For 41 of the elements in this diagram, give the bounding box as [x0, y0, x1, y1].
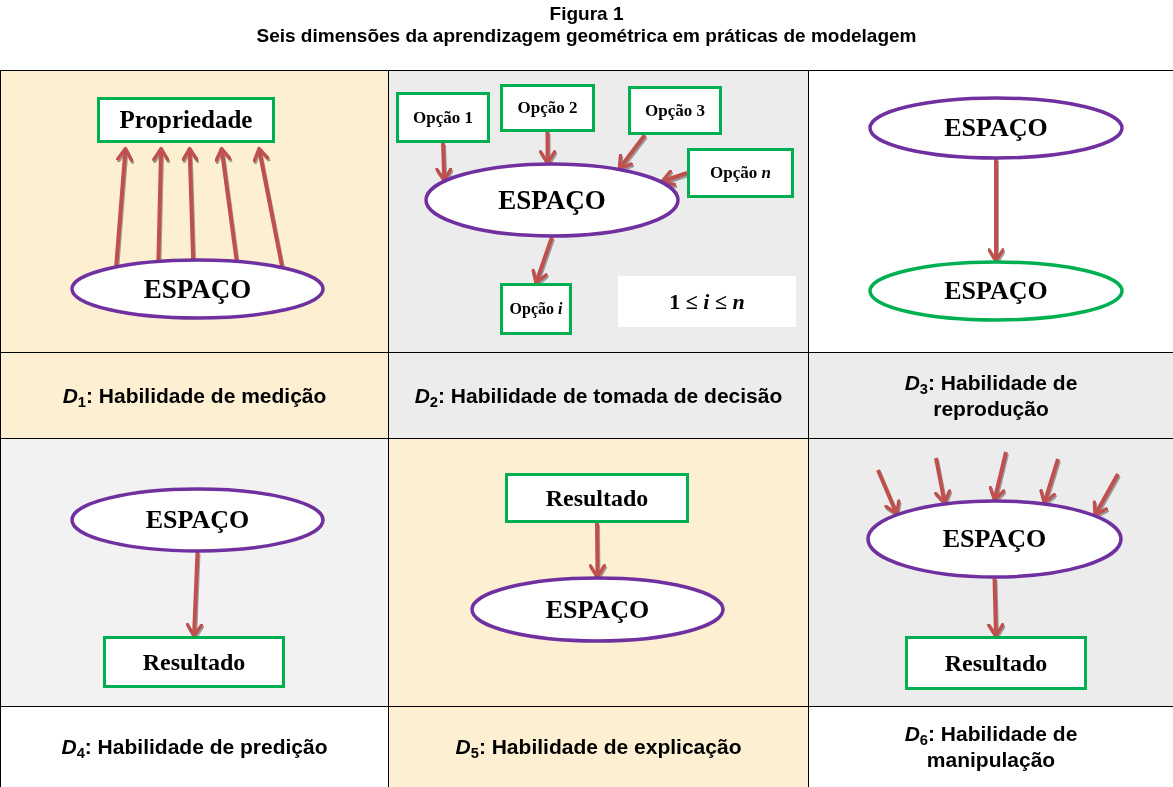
arrow: [1092, 473, 1120, 517]
ellipse-node: ESPAÇO: [470, 576, 725, 643]
label-box: Opção n: [687, 148, 794, 198]
label-box: Resultado: [103, 636, 285, 688]
ellipse-node: ESPAÇO: [868, 260, 1124, 322]
arrow: [185, 551, 204, 638]
arrow: [987, 159, 1005, 263]
ellipse-node: ESPAÇO: [424, 162, 680, 238]
label-box: Opção 3: [628, 86, 722, 135]
arrow: [617, 133, 647, 171]
label-box: Opção i: [500, 283, 572, 335]
caption-cell: D$_{1}$: Habilidade de medição: [0, 352, 389, 439]
arrow: [181, 146, 199, 260]
label-box: Resultado: [905, 636, 1087, 690]
caption-cell: D$_{2}$: Habilidade de tomada de decisão: [388, 352, 809, 439]
label-box: Propriedade: [97, 97, 275, 143]
arrow: [252, 146, 285, 268]
arrow: [987, 577, 1005, 638]
label-box: Opção 2: [500, 84, 595, 132]
arrow: [876, 469, 901, 516]
label-box: Resultado: [505, 473, 689, 523]
arrow: [538, 132, 557, 165]
figure-title: Figura 1: [548, 3, 625, 25]
label-box: Opção 1: [396, 92, 490, 143]
ellipse-node: ESPAÇO: [866, 499, 1123, 579]
arrow: [588, 522, 607, 579]
ellipse-node: ESPAÇO: [868, 96, 1124, 160]
ellipse-node: ESPAÇO: [70, 258, 325, 320]
condition-box: 1 ≤ i ≤ n: [618, 276, 796, 327]
caption-cell: D$_{5}$: Habilidade de explicação: [388, 706, 809, 787]
arrow: [114, 146, 134, 267]
arrow: [934, 457, 952, 505]
caption-cell: D$_{3}$: Habilidade de reprodução: [808, 352, 1173, 439]
arrow: [660, 169, 688, 187]
arrow: [152, 146, 170, 261]
arrow: [531, 236, 554, 285]
arrow: [1039, 458, 1060, 505]
arrow: [988, 451, 1008, 502]
arrow: [214, 146, 239, 261]
ellipse-node: ESPAÇO: [70, 487, 325, 553]
figure-subtitle: Seis dimensões da aprendizagem geométrica em práticas de modelagem: [255, 25, 918, 47]
